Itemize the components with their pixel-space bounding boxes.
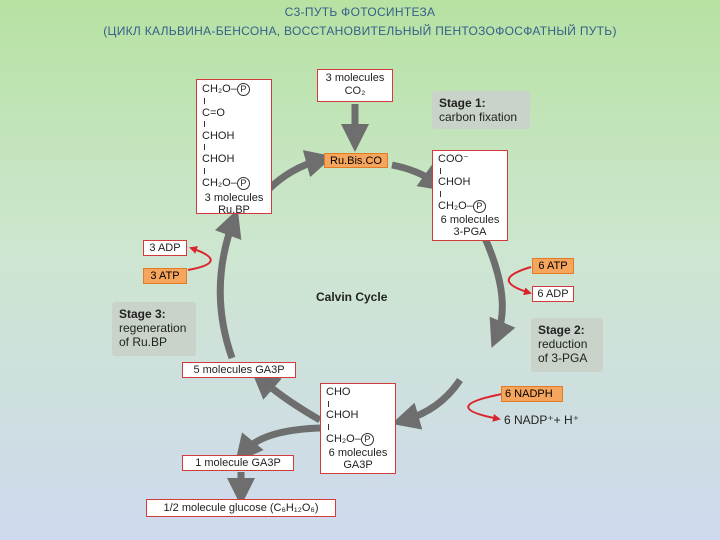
adp-right-label: 6 ADP	[537, 288, 569, 300]
stage1-box: Stage 1: carbon fixation	[432, 91, 530, 129]
bond-line	[328, 400, 329, 407]
phosphate-icon: P	[360, 433, 374, 447]
title-line-1: С3-ПУТЬ ФОТОСИНТЕЗА	[284, 5, 436, 19]
atp-right-label: 6 ATP	[538, 260, 568, 272]
stage3-title: Stage 3:	[119, 307, 166, 321]
stage2-text-1: reduction	[538, 337, 588, 351]
rubisco-box: Ru.Bis.CO	[324, 153, 388, 168]
co2-label-1: 3 molecules	[325, 72, 385, 84]
bond-line	[204, 167, 205, 174]
arc-rubp-to-rubisco	[265, 150, 334, 193]
rubp-label-1: 3 molecules	[204, 192, 264, 205]
five-ga3p-box: 5 molecules GA3P	[182, 362, 296, 378]
nadph-label: 6 NADPH	[505, 388, 553, 400]
phosphate-icon: P	[236, 177, 250, 191]
rubp-row-2: C=O	[202, 106, 225, 119]
ga3p-row-1: CHO	[326, 386, 351, 398]
atp-right-box: 6 ATP	[532, 258, 574, 274]
nadp-label: 6 NADP⁺+ H⁺	[504, 413, 580, 427]
pga-row-3: CH₂O–P	[438, 200, 502, 214]
rubisco-label: Ru.Bis.CO	[330, 155, 382, 167]
stage3-text-2: of Ru.BP	[119, 335, 168, 349]
glucose-box: 1/2 molecule glucose (C₆H₁₂O₆)	[146, 499, 336, 517]
bond-line	[440, 190, 441, 197]
bond-line	[204, 144, 205, 151]
atp-left-box: 3 ATP	[143, 268, 187, 284]
red-nadph	[467, 393, 503, 422]
red-atp-left	[187, 246, 212, 271]
stage3-text-1: regeneration	[119, 321, 187, 335]
one-ga3p-box: 1 molecule GA3P	[182, 455, 294, 471]
arc-ga3p-to-one	[235, 424, 321, 463]
five-ga3p-label: 5 molecules GA3P	[193, 364, 285, 376]
arc-stage2-to-ga3p	[391, 378, 463, 430]
phosphate-icon: P	[236, 83, 250, 96]
atp-left-label: 3 ATP	[150, 270, 180, 282]
one-ga3p-label: 1 molecule GA3P	[195, 457, 281, 469]
title-line-2: (ЦИКЛ КАЛЬВИНА-БЕНСОНА, ВОССТАНОВИТЕЛЬНЫ…	[103, 24, 617, 38]
pga-box: COO⁻ CHOH CH₂O–P 6 molecules 3-PGA	[432, 150, 508, 241]
co2-box: 3 molecules CO₂	[317, 69, 393, 102]
pga-row-1: COO⁻	[438, 153, 469, 165]
rubp-row-3: CHOH	[202, 129, 235, 142]
adp-left-box: 3 ADP	[143, 240, 187, 256]
pga-row-2: CHOH	[438, 176, 471, 189]
rubp-label-2: Ru.BP	[218, 203, 250, 216]
rubp-row-4: CHOH	[202, 152, 235, 165]
rubp-row-1: CH₂O–P	[202, 83, 266, 96]
glucose-label: 1/2 molecule glucose (C₆H₁₂O₆)	[163, 502, 319, 514]
ga3p-label-2: GA3P	[343, 458, 373, 471]
stage1-text: carbon fixation	[439, 110, 518, 124]
stage2-text-2: of 3-PGA	[538, 351, 588, 365]
ga3p-row-3: CH₂O–P	[326, 433, 390, 447]
nadph-box: 6 NADPH	[501, 386, 563, 402]
pga-label-2: 3-PGA	[453, 225, 487, 238]
pga-label-1: 6 molecules	[440, 214, 500, 227]
ga3p-box: CHO CHOH CH₂O–P 6 molecules GA3P	[320, 383, 396, 474]
stage3-box: Stage 3: regeneration of Ru.BP	[112, 302, 196, 356]
arc-ga3p-to-five	[251, 370, 322, 424]
ga3p-label-1: 6 molecules	[328, 447, 388, 460]
bond-line	[204, 98, 205, 104]
red-atp-right	[507, 266, 532, 296]
bond-line	[204, 121, 205, 128]
arc-pga-to-ga3p	[481, 236, 516, 348]
stage2-title: Stage 2:	[538, 323, 585, 337]
arc-five-to-rubp	[215, 208, 242, 360]
ga3p-row-2: CHOH	[326, 409, 359, 422]
co2-label-2: CO₂	[344, 85, 366, 97]
bond-line	[328, 423, 329, 430]
rubp-box: CH₂O–P C=O CHOH CHOH CH₂O–P 3 molecules …	[196, 79, 272, 216]
stage2-box: Stage 2: reduction of 3-PGA	[531, 318, 603, 372]
stage1-title: Stage 1:	[439, 96, 486, 110]
adp-left-label: 3 ADP	[149, 242, 181, 254]
calvin-cycle-label: Calvin Cycle	[316, 290, 388, 304]
bond-line	[440, 167, 441, 174]
phosphate-icon: P	[472, 200, 486, 214]
arc-rubisco-to-pga	[391, 161, 448, 192]
rubp-row-5: CH₂O–P	[202, 177, 266, 191]
adp-right-box: 6 ADP	[532, 286, 574, 302]
